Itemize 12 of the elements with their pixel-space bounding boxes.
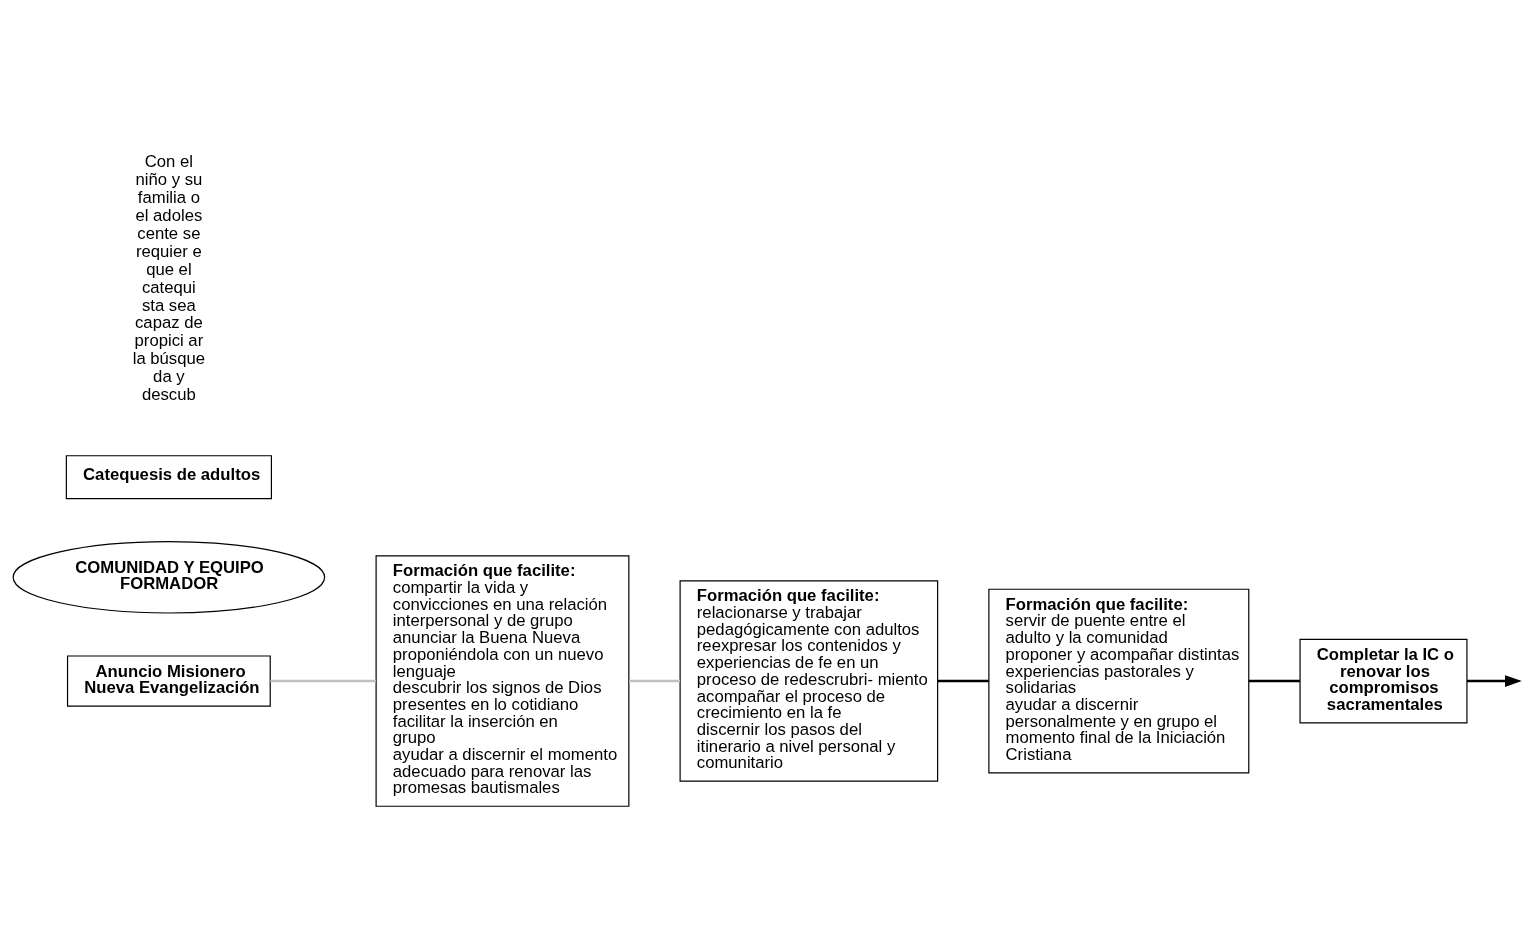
connector [937, 679, 989, 683]
node-box: Formación que facilite: servir de puente entre el adulto y la comunidad proponer y acompañar distintas experiencias pastorales y solidarias ayudar a discernir personalmente y en grupo el momento final de la Iniciación Cristiana [988, 588, 1250, 774]
connector [1248, 679, 1300, 683]
node-box: Formación que facilite: relacionarse y trabajar pedagógicamente con adultos reexpresar los contenidos y experiencias de fe en un proceso de redescrubri- miento acompañar el proceso de crecimiento en la fe discernir los pasos del itinerario a nivel personal y comunitario [679, 580, 939, 782]
label: Con el niño y su familia o el adoles cente se requier e que el catequi sta sea capaz de propici ar la búsque da y descub [132, 152, 206, 404]
node-ellipse: COMUNIDAD Y EQUIPO FORMADOR [12, 541, 326, 614]
node-box: Formación que facilite: compartir la vida y convicciones en una relación interpersonal y de grupo anunciar la Buena Nueva proponiéndola con un nuevo lenguaje descubrir los signos de Dios presentes en lo cotidiano facilitar la inserción en grupo ayudar a discernir el momento adecuado para renovar las promesas bautismales [375, 555, 630, 807]
node-box: Completar la IC o renovar los compromisos sacramentales [1299, 638, 1468, 724]
node-box: Anuncio Misionero Nueva Evangelización [66, 655, 271, 707]
connector [629, 679, 681, 683]
connector [270, 679, 376, 683]
node-box: Catequesis de adultos [65, 455, 272, 500]
